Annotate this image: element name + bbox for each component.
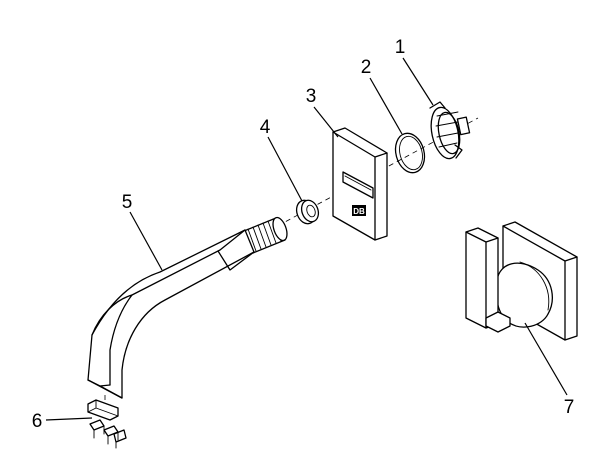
- part-4-nut: [295, 199, 320, 225]
- callout-5: 5: [122, 192, 133, 213]
- leader-4: [267, 136, 303, 202]
- callout-7: 7: [564, 397, 575, 418]
- callout-2: 2: [361, 57, 372, 78]
- brand-logo-text: DB: [353, 207, 365, 216]
- part-2-o-ring: [394, 132, 426, 174]
- part-6-aerator-kit: [87, 399, 127, 449]
- leader-2: [369, 77, 403, 135]
- callout-4: 4: [260, 117, 271, 138]
- callout-3: 3: [306, 86, 317, 107]
- part-5-spout: [87, 216, 288, 399]
- leader-6: [45, 417, 93, 421]
- leader-7: [524, 322, 568, 396]
- part-3-wall-plate: DB: [332, 127, 388, 241]
- brand-logo-badge: [352, 205, 366, 216]
- leader-1: [402, 57, 434, 106]
- part-7-mixer-handle: [465, 221, 578, 341]
- part-1-cartridge: [429, 101, 471, 160]
- leader-5: [129, 211, 163, 271]
- callout-1: 1: [395, 37, 406, 58]
- leader-3: [313, 106, 339, 138]
- callout-6: 6: [32, 411, 43, 432]
